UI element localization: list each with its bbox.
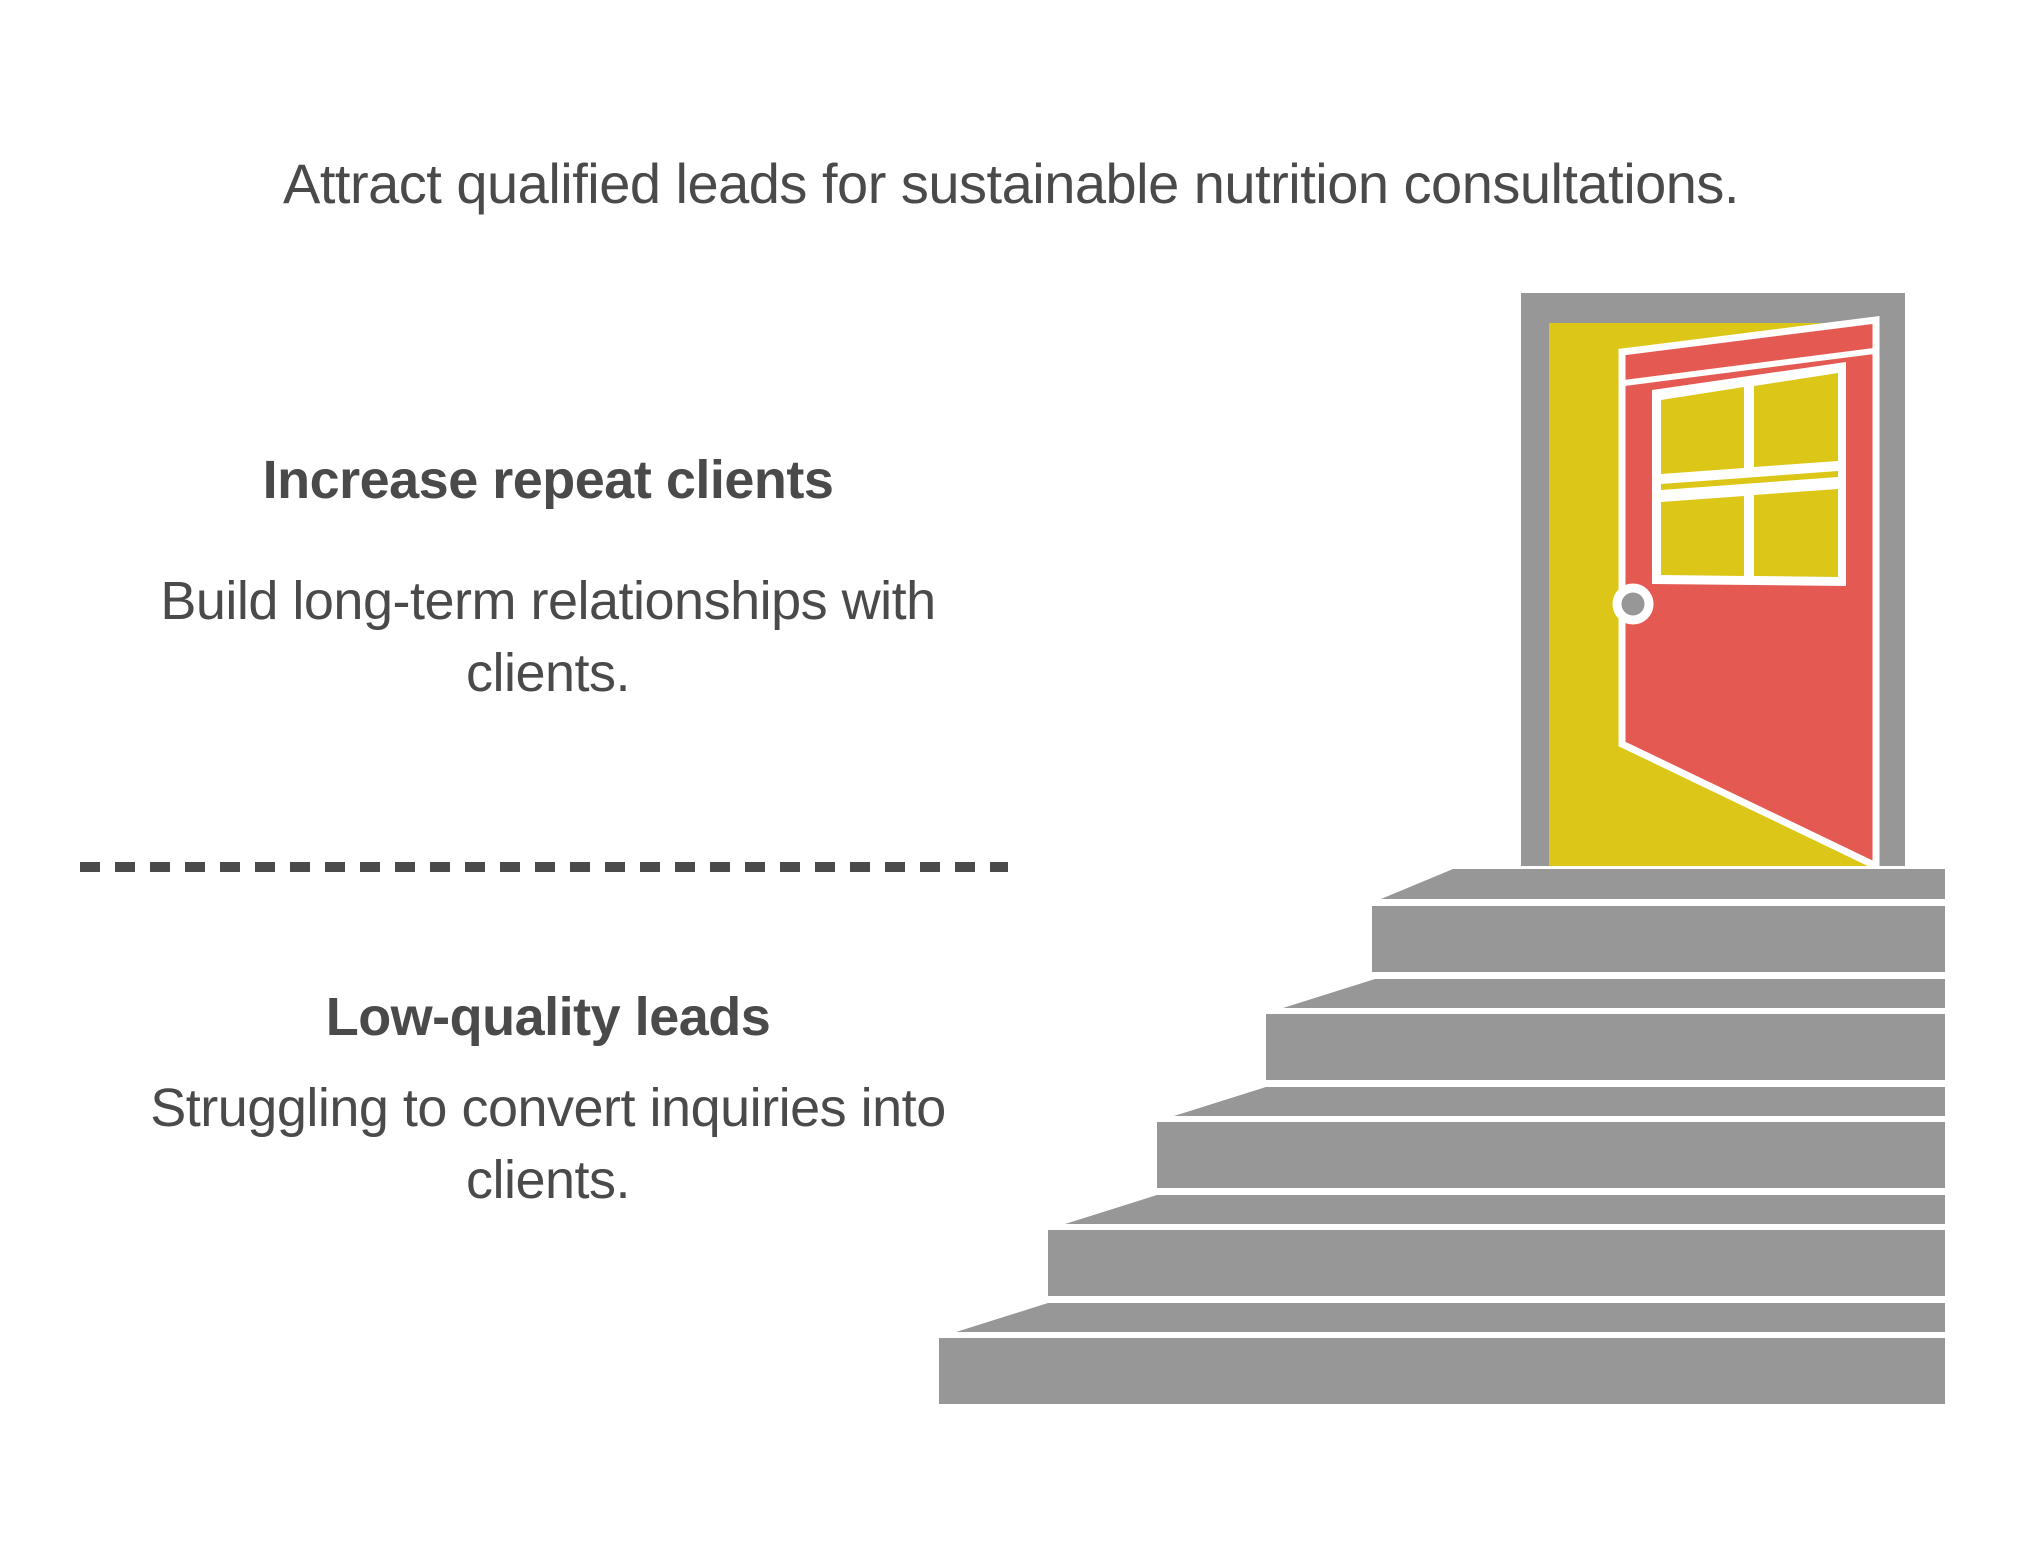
pain-heading: Low-quality leads — [325, 987, 771, 1047]
stair-tread-5 — [956, 1303, 1945, 1332]
goal-description: Build long-term relationships with clien… — [160, 571, 936, 703]
window-frame — [1652, 362, 1846, 586]
window-pane-bottom-right — [1754, 489, 1838, 577]
stair-riser-5 — [939, 1338, 1945, 1404]
stair-riser-1 — [1372, 906, 1945, 972]
door-window — [1652, 362, 1846, 586]
stair-tread-2 — [1283, 979, 1945, 1008]
goal-heading: Increase repeat clients — [262, 450, 834, 510]
stair-riser-2 — [1266, 1014, 1945, 1080]
open-door-icon — [1521, 293, 1905, 872]
door-panel — [1618, 316, 1880, 872]
page-title: Attract qualified leads for sustainable … — [283, 152, 1739, 215]
window-pane-top-right — [1754, 373, 1838, 467]
doorway-opening — [1549, 323, 1877, 866]
stair-riser-3 — [1157, 1122, 1945, 1188]
staircase-icon — [939, 869, 1945, 1404]
doorknob-icon — [1612, 583, 1654, 625]
door-frame — [1521, 293, 1905, 866]
pain-description: Struggling to convert inquiries into cli… — [150, 1078, 946, 1210]
stair-tread-4 — [1065, 1195, 1945, 1224]
window-pane-bottom-left — [1661, 496, 1744, 576]
window-mullion-detail — [1661, 471, 1838, 490]
window-pane-top-left — [1661, 387, 1744, 474]
stair-tread-1 — [1381, 869, 1945, 899]
stair-riser-4 — [1048, 1230, 1945, 1296]
door-trim-line — [1623, 348, 1875, 386]
stair-tread-3 — [1174, 1087, 1945, 1116]
